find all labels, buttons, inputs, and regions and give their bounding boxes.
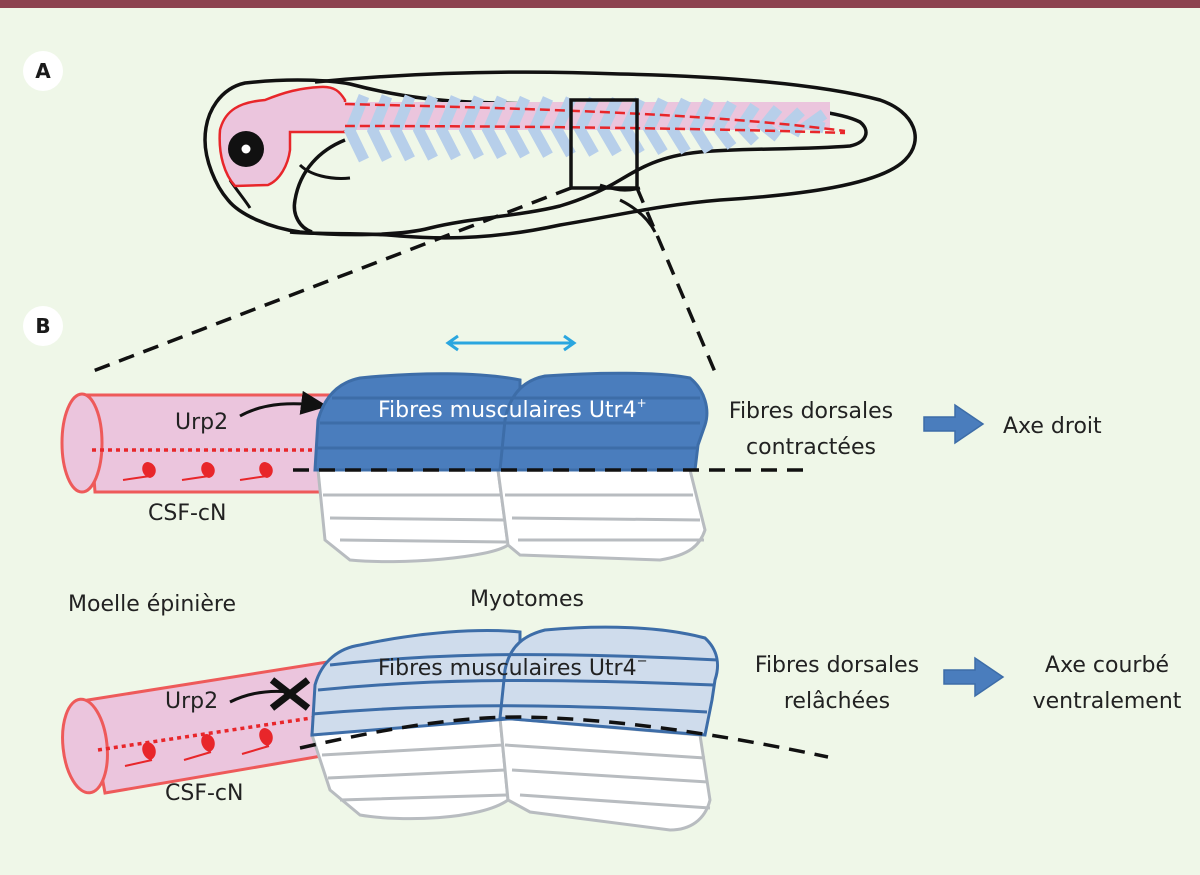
chevron-myotome [573,96,599,157]
dorsal-myotomes-utr4-positive [313,371,709,472]
chevron-myotome [412,94,439,161]
chevron-myotome [711,100,737,150]
chevron-myotome [756,105,783,142]
neuron [259,728,273,746]
urp2-label-bottom: Urp2 [165,689,218,714]
myotomes-label: Myotomes [470,587,584,612]
outcome-bottom-line1: Axe courbé [1045,653,1169,678]
dorsal-fibres-state-top-line2: contractées [746,435,876,460]
ventral-myotomes-top [316,468,707,564]
panel-a-badge: A [23,51,63,91]
outcome-bottom-line2: ventralement [1033,689,1182,714]
chevron-myotome [435,95,462,161]
blocked-cross-icon [269,677,311,711]
csf-cn-neurons-bottom [124,728,273,767]
utr4-positive-label: Fibres musculaires Utr4+ [378,396,647,423]
ventral-line [298,163,351,180]
zebrafish-larva [203,70,917,240]
chevron-myotome [550,96,577,158]
chevron-myotome [343,93,370,163]
spinal-cord-label: Moelle épinière [68,592,236,617]
panel-a-circle [23,51,63,91]
utr4-positive-sup: + [637,396,647,410]
utr4-positive-label-text: Fibres musculaires Utr4 [378,398,637,423]
central-canal-bottom [97,715,319,752]
csf-cn-neurons-top [122,462,273,481]
spinal-cord-tube-top [60,392,342,494]
zoom-line-right [635,187,717,373]
dorsal-fibres-state-bottom-line1: Fibres dorsales [755,653,919,678]
chevron-myotome [389,94,416,162]
csf-cn-label-top: CSF-cN [148,501,226,526]
urp2-label-top: Urp2 [175,410,228,435]
csf-cn-label-bottom: CSF-cN [165,781,243,806]
result-arrow-top [923,403,985,445]
bottom-row-mutant: Urp2 CSF-cN Fibres musculaires Utr4− Fib… [61,625,1182,832]
dorsal-myotomes-utr4-negative [310,625,719,737]
zoom-line-left [87,186,572,375]
zoom-box [569,98,639,190]
utr4-negative-label: Fibres musculaires Utr4− [378,654,648,681]
utr4-negative-sup: − [637,654,648,669]
chevron-myotome [504,95,531,159]
utr4-negative-label-text: Fibres musculaires Utr4 [378,656,637,681]
chevron-myotome [596,96,622,157]
dorsal-ventral-boundary-bottom [299,715,829,759]
panel-b-badge: B [23,306,63,346]
outcome-top: Axe droit [1003,414,1102,439]
result-arrow-bottom [943,656,1005,698]
spinal-cord-ventral-line [344,124,846,135]
spinal-cord-dorsal-line [344,102,846,133]
eye-highlight [241,144,251,154]
ventral-myotomes-bottom [309,716,712,832]
dorsal-fibres-state-top-line1: Fibres dorsales [729,399,893,424]
dorsal-fibres-state-bottom-line2: relâchées [784,689,890,714]
panel-a-letter: A [35,59,51,83]
spinal-cord-tube-bottom [61,658,347,795]
neuron [259,462,273,478]
urp2-arrow-top [239,390,328,418]
chevron-myotome [734,102,760,146]
neuron [142,462,156,478]
header-bar [0,0,1200,8]
top-row-wildtype: Urp2 CSF-cN Fibres musculaires Utr4+ Fib… [60,371,1102,564]
chevron-myotome [366,94,393,162]
neuron [201,734,215,752]
chevron-myotome [665,97,691,155]
neuron [142,742,156,760]
neuron [201,462,215,478]
panel-b-letter: B [35,314,50,338]
fin-fold-outline [289,70,917,240]
yolk-outline [292,138,346,234]
panel-b-circle [23,306,63,346]
scale-bar [445,334,577,352]
